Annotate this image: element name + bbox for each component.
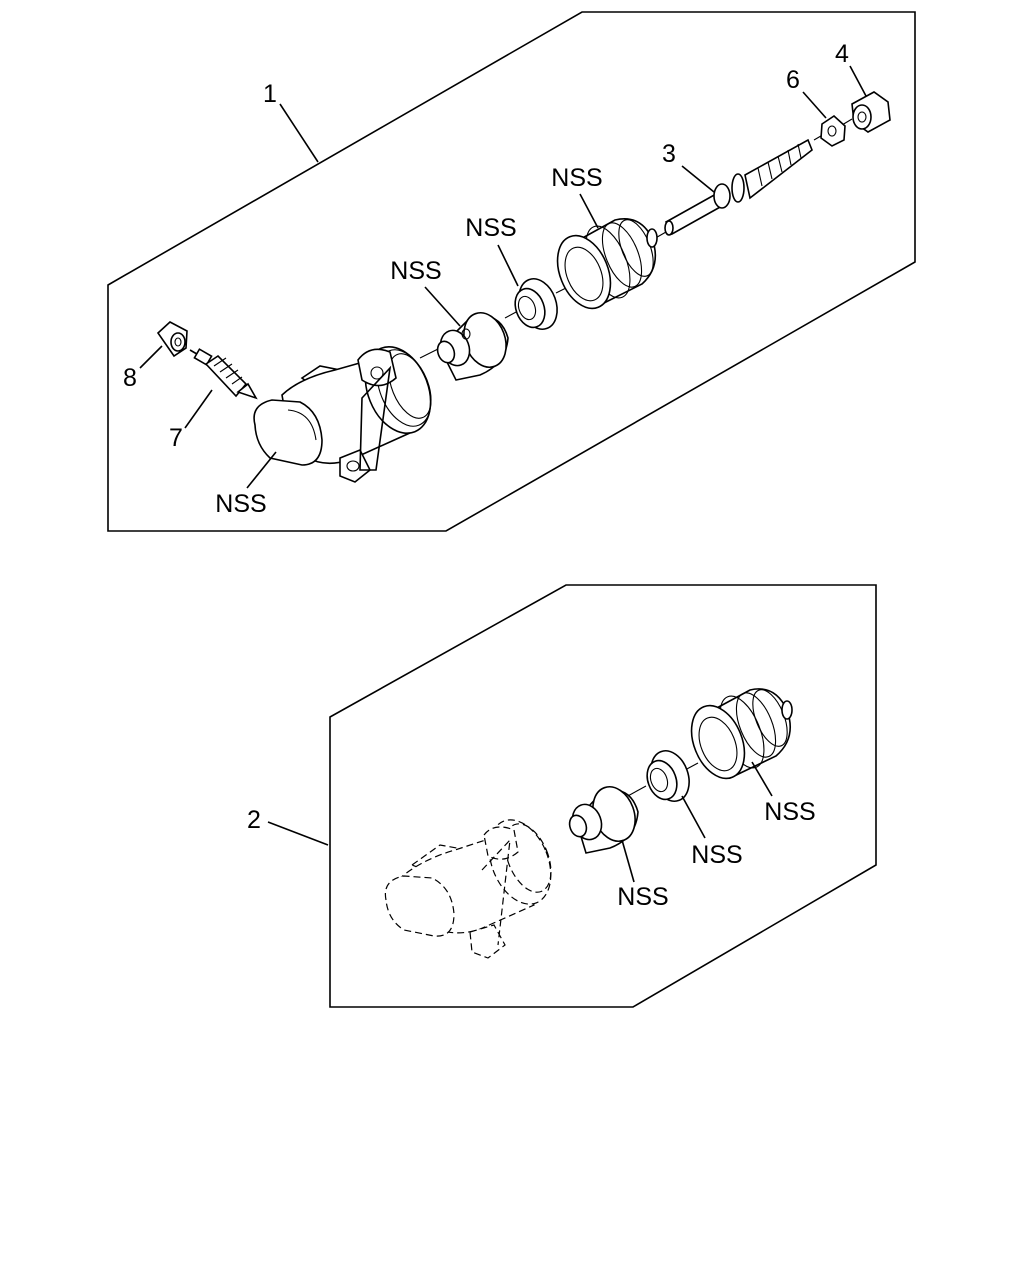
panel-1-outline bbox=[107, 11, 916, 532]
cylinder-body bbox=[253, 345, 432, 483]
leader-line bbox=[751, 761, 773, 797]
dust-boot bbox=[690, 688, 793, 780]
phantom-cylinder-body bbox=[384, 819, 552, 959]
callout-nss-body: NSS bbox=[215, 490, 266, 518]
callout-2: 2 bbox=[247, 806, 261, 834]
leader-line bbox=[184, 389, 213, 429]
leader-line bbox=[139, 345, 163, 369]
nut bbox=[851, 91, 891, 133]
piston-cup bbox=[514, 278, 558, 330]
callout-nss-boot: NSS bbox=[764, 798, 815, 826]
callout-8: 8 bbox=[123, 364, 137, 392]
leader-line bbox=[681, 165, 715, 193]
callout-nss-boot: NSS bbox=[551, 164, 602, 192]
leader-line bbox=[681, 795, 706, 839]
leader-line bbox=[849, 65, 867, 97]
dust-boot bbox=[556, 218, 658, 310]
axis-line bbox=[419, 347, 441, 359]
bleeder-cap bbox=[156, 321, 188, 358]
callout-nss-cup: NSS bbox=[691, 841, 742, 869]
piston-cup bbox=[646, 750, 690, 802]
callout-nss-piston: NSS bbox=[390, 257, 441, 285]
piston bbox=[568, 786, 639, 854]
lock-nut bbox=[820, 114, 846, 147]
callout-3: 3 bbox=[662, 140, 676, 168]
callout-4: 4 bbox=[835, 40, 849, 68]
callout-nss-piston: NSS bbox=[617, 883, 668, 911]
piston bbox=[436, 312, 509, 381]
leader-line bbox=[497, 244, 519, 287]
leader-line bbox=[621, 839, 635, 883]
bleeder-screw bbox=[189, 348, 258, 400]
assembly-panel-1: 1 4 6 3 NSS NSS NSS 8 7 NSS bbox=[107, 11, 916, 532]
leader-line bbox=[246, 451, 277, 489]
leader-line bbox=[802, 91, 827, 119]
leader-line bbox=[267, 821, 329, 846]
callout-7: 7 bbox=[169, 424, 183, 452]
panel-2-outline bbox=[329, 584, 877, 1008]
callout-6: 6 bbox=[786, 66, 800, 94]
leader-line bbox=[424, 286, 461, 327]
leader-line bbox=[579, 193, 599, 229]
push-rod bbox=[664, 138, 813, 236]
callout-nss-cup: NSS bbox=[465, 214, 516, 242]
assembly-panel-2: 2 NSS NSS NSS bbox=[247, 584, 877, 1008]
leader-line bbox=[279, 103, 319, 163]
callout-1: 1 bbox=[263, 80, 277, 108]
